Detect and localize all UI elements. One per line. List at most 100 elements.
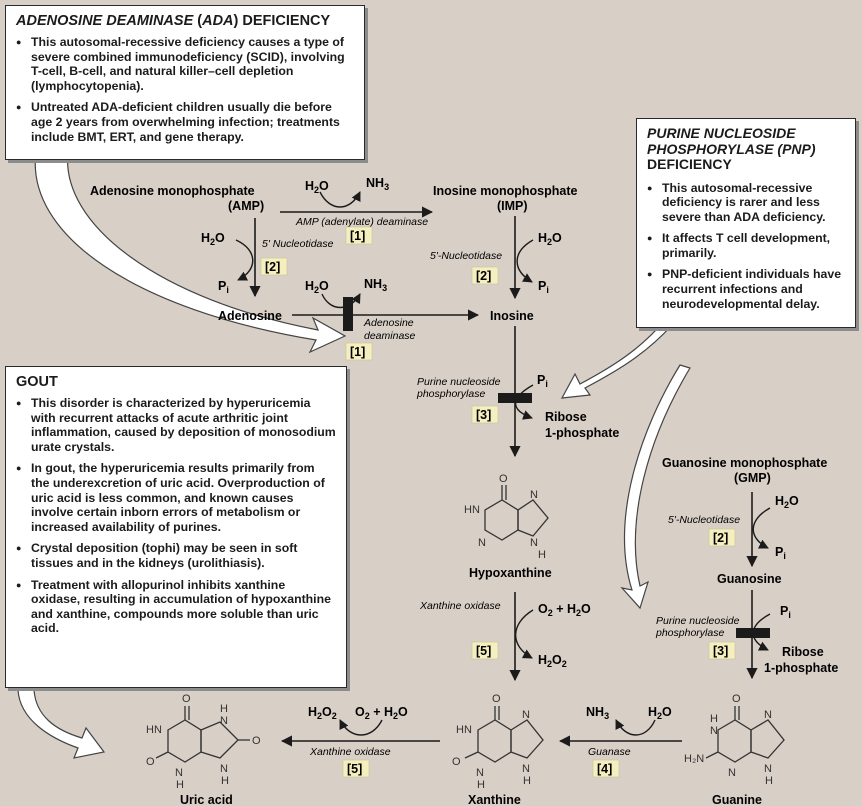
pnp-callout-arrow-upper xyxy=(560,319,673,399)
ada-bullet-1: This autosomal-recessive deficiency caus… xyxy=(16,35,354,93)
enzyme-5nucleotidase-imp: 5'-Nucleotidase xyxy=(430,250,502,262)
o2-h2o-hypox: O2 + H2O xyxy=(538,602,591,618)
label-uric-acid: Uric acid xyxy=(180,793,233,806)
ribose-1-phosphate-a-line2: 1-phosphate xyxy=(545,426,619,440)
label-inosine: Inosine xyxy=(490,309,534,323)
h2o-ada: H2O xyxy=(305,279,329,295)
enzyme-ada-line1: Adenosine xyxy=(363,317,414,329)
enzyme-5nucleotidase-left: 5' Nucleotidase xyxy=(262,238,334,250)
svg-text:N: N xyxy=(764,709,772,721)
enzyme-xo-hypox: Xanthine oxidase xyxy=(419,600,501,612)
gout-bullet-2: In gout, the hyperuricemia results prima… xyxy=(16,461,336,534)
pnp-callout-arrow-lower xyxy=(620,364,691,610)
enzyme-amp-deaminase: AMP (adenylate) deaminase xyxy=(295,216,428,228)
ribose-1-phosphate-b-line2: 1-phosphate xyxy=(764,661,838,675)
svg-text:H: H xyxy=(477,779,485,791)
amp-deaminase-h2o-nh3-curve xyxy=(319,191,361,208)
pnp-bullet-1: This autosomal-recessive deficiency is r… xyxy=(647,181,847,225)
number-tag-2a xyxy=(260,257,288,276)
svg-text:H: H xyxy=(220,703,228,715)
label-imp: Inosine monophosphate xyxy=(433,184,577,198)
h2o-5nuc-imp: H2O xyxy=(538,231,562,247)
5nuc-left-pi-curve xyxy=(235,239,254,281)
gout-box-title: GOUT xyxy=(16,374,58,390)
enzyme-ada-line2: deaminase xyxy=(364,330,416,342)
pnp-pi-ribose-curve xyxy=(514,384,534,420)
pnp-bullet-3: PNP-deficient individuals have recurrent… xyxy=(647,267,847,311)
pi-5nuc-imp: Pi xyxy=(538,279,549,295)
5nuc-gmp-pi-curve xyxy=(752,507,771,549)
number-tag-4 xyxy=(592,759,620,778)
svg-text:O: O xyxy=(499,473,508,485)
svg-text:H: H xyxy=(710,713,718,725)
svg-text:N: N xyxy=(764,763,772,775)
pnp-block-bar-inosine xyxy=(498,393,532,403)
svg-text:N: N xyxy=(476,767,484,779)
svg-text:N: N xyxy=(522,763,530,775)
pnp-bullet-2: It affects T cell development, primarily… xyxy=(647,231,847,260)
hypoxanthine-structure: O HN N N N H xyxy=(464,473,549,561)
svg-text:H: H xyxy=(176,779,184,791)
number-tag-5b xyxy=(342,759,370,778)
label-guanine: Guanine xyxy=(712,793,762,806)
number-tag-2c xyxy=(708,528,736,547)
ribose-1-phosphate-a-line1: Ribose xyxy=(545,410,587,424)
nh3-amp-deaminase: NH3 xyxy=(366,176,389,192)
ada-box-title: ADENOSINE DEAMINASE (ADA) DEFICIENCY xyxy=(16,13,331,29)
svg-text:N: N xyxy=(522,709,530,721)
reaction-number-3a: [3] xyxy=(476,408,491,422)
number-tag-2b xyxy=(471,266,499,285)
svg-text:H: H xyxy=(221,775,229,787)
svg-text:O: O xyxy=(182,693,191,705)
label-xanthine: Xanthine xyxy=(468,793,521,806)
svg-text:N: N xyxy=(710,725,718,737)
pnp-block-bar-guanosine xyxy=(736,628,770,638)
pnp-box-title: PURINE NUCLEOSIDE PHOSPHORYLASE (PNP) DE… xyxy=(647,125,816,172)
label-hypoxanthine: Hypoxanthine xyxy=(469,566,552,580)
label-amp: Adenosine monophosphate xyxy=(90,184,255,198)
reaction-number-4: [4] xyxy=(597,762,612,776)
xo-xanthine-o2-h2o2-curve xyxy=(339,719,383,736)
guanine-structure: O H N H₂N N N N H xyxy=(684,693,785,787)
gout-callout-arrow xyxy=(17,689,106,759)
pi-pnp-inosine: Pi xyxy=(537,373,548,389)
reaction-number-5a: [5] xyxy=(476,644,491,658)
svg-text:N: N xyxy=(220,715,228,727)
xanthine-structure: O HN O N H N N H xyxy=(452,693,544,791)
enzyme-5nucleotidase-gmp: 5'-Nucleotidase xyxy=(668,514,740,526)
pnp-info-box: PURINE NUCLEOSIDE PHOSPHORYLASE (PNP) DE… xyxy=(636,118,856,328)
enzyme-xo-xanthine: Xanthine oxidase xyxy=(309,746,391,758)
label-gmp-abbr: (GMP) xyxy=(734,471,771,485)
nh3-guanase: NH3 xyxy=(586,705,609,721)
svg-text:H: H xyxy=(523,775,531,787)
label-imp-abbr: (IMP) xyxy=(497,199,528,213)
svg-text:O: O xyxy=(492,693,501,705)
pi-5nuc-left: Pi xyxy=(218,279,229,295)
h2o-gmp: H2O xyxy=(775,494,799,510)
reaction-number-1a: [1] xyxy=(350,229,365,243)
svg-text:N: N xyxy=(530,537,538,549)
gout-info-box: GOUT This disorder is characterized by h… xyxy=(5,366,347,688)
enzyme-guanase: Guanase xyxy=(588,746,631,758)
reaction-number-5b: [5] xyxy=(347,762,362,776)
reaction-number-2b: [2] xyxy=(476,269,491,283)
pi-gmp: Pi xyxy=(775,545,786,561)
svg-text:O: O xyxy=(452,756,461,768)
reaction-number-2c: [2] xyxy=(713,531,728,545)
svg-text:H: H xyxy=(538,549,546,561)
svg-text:N: N xyxy=(478,537,486,549)
reaction-number-1b: [1] xyxy=(350,345,365,359)
svg-text:H: H xyxy=(765,775,773,787)
svg-text:HN: HN xyxy=(146,724,162,736)
nh3-ada: NH3 xyxy=(364,277,387,293)
label-adenosine: Adenosine xyxy=(218,309,282,323)
h2o2-hypox: H2O2 xyxy=(538,653,567,669)
svg-text:O: O xyxy=(146,756,155,768)
svg-text:O: O xyxy=(732,693,741,705)
guanase-h2o-nh3-curve xyxy=(615,719,656,736)
ribose-1-phosphate-b-line1: Ribose xyxy=(782,645,824,659)
enzyme-pnp-b-line2: phosphorylase xyxy=(655,627,724,639)
pnp-bullet-list: This autosomal-recessive deficiency is r… xyxy=(647,181,847,312)
gout-bullet-list: This disorder is characterized by hyperu… xyxy=(16,396,336,636)
